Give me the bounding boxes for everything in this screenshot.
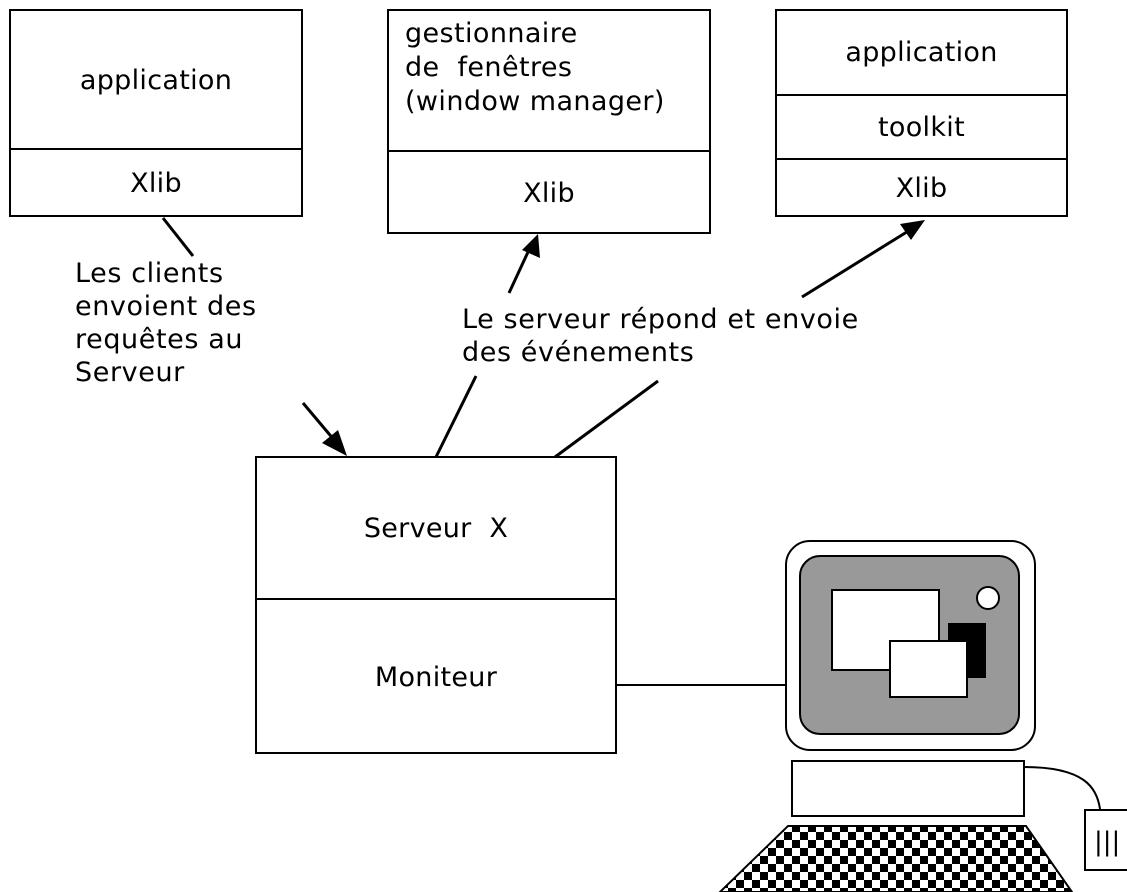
requests-label: Les clients envoient des requêtes au Ser… — [75, 257, 257, 389]
client2-line-3: (window manager) — [405, 86, 665, 117]
client3-application-label: application — [845, 37, 998, 68]
monitor-label: Moniteur — [374, 661, 498, 693]
requests-line-3: requêtes au — [75, 324, 244, 355]
client-window-manager-box: gestionnaire de fenêtres (window manager… — [387, 9, 711, 234]
response-arrow-toolkit — [554, 220, 925, 459]
screen-window-front — [889, 640, 968, 698]
computer-icon: ||| — [718, 540, 1127, 892]
client1-divider — [11, 148, 301, 150]
keyboard — [718, 825, 1074, 892]
client2-window-manager-label: gestionnaire de fenêtres (window manager… — [405, 17, 665, 119]
monitor-power-light — [976, 586, 1000, 610]
client2-divider — [389, 150, 709, 152]
response-arrow-window-manager — [434, 234, 540, 458]
client-application-box: application Xlib — [9, 9, 303, 217]
client3-toolkit-label: toolkit — [878, 111, 965, 143]
responses-label: Le serveur répond et envoie des événemen… — [462, 303, 859, 369]
client3-divider-1 — [777, 94, 1066, 96]
requests-line-1: Les clients — [75, 258, 224, 289]
request-arrow — [161, 217, 347, 456]
client-toolkit-box: application toolkit Xlib — [775, 9, 1068, 217]
server-x-label: Serveur X — [363, 512, 509, 544]
requests-line-4: Serveur — [75, 357, 185, 388]
server-box: Serveur X Moniteur — [255, 456, 617, 754]
client1-application-label: application — [79, 64, 233, 96]
client1-xlib-label: Xlib — [130, 168, 182, 199]
requests-line-2: envoient des — [75, 291, 257, 322]
client2-line-1: gestionnaire — [405, 18, 578, 49]
responses-line-1: Le serveur répond et envoie — [462, 304, 859, 335]
server-divider — [257, 598, 615, 600]
client2-xlib-label: Xlib — [523, 177, 575, 209]
computer-base-unit — [791, 760, 1025, 817]
client2-line-2: de fenêtres — [405, 52, 573, 83]
client3-xlib-label: Xlib — [895, 173, 948, 204]
computer-port-label: ||| — [1094, 827, 1120, 857]
computer-port — [1084, 809, 1127, 871]
responses-line-2: des événements — [462, 337, 695, 368]
keyboard-cable — [1023, 766, 1101, 810]
client3-divider-2 — [777, 158, 1066, 160]
